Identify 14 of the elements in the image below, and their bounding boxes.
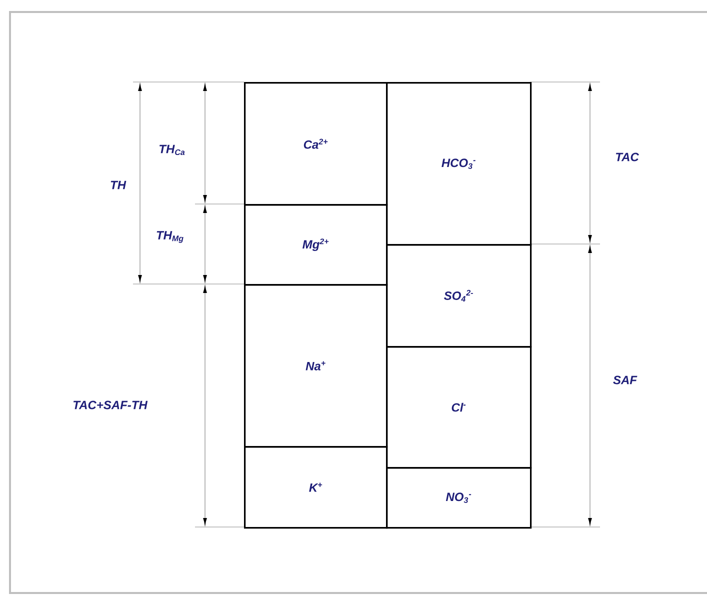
ion-box: SO$_{4}$2-: [386, 244, 532, 348]
dimension-label: TAC+SAF-TH: [73, 400, 148, 410]
dimension-label: TAC: [616, 152, 640, 162]
dimension-label: TH$_{Ca}$: [160, 144, 185, 156]
dimension-label: TH$_{Mg}$: [156, 231, 184, 243]
ion-box: Mg$^{2+}$: [244, 204, 388, 286]
dimension-label: TH: [110, 180, 126, 190]
ion-box: Na$^{+}$: [244, 284, 388, 448]
ion-box: K$^{+}$: [244, 446, 388, 529]
ion-box: NO$_{3}$-: [386, 466, 532, 529]
ion-box: Ca$^{2+}$: [244, 82, 388, 206]
ion-box: HCO$_{3}$-: [386, 82, 532, 246]
ion-box: Cl$^{-}$: [386, 346, 532, 469]
dimension-label: SAF: [613, 376, 638, 384]
